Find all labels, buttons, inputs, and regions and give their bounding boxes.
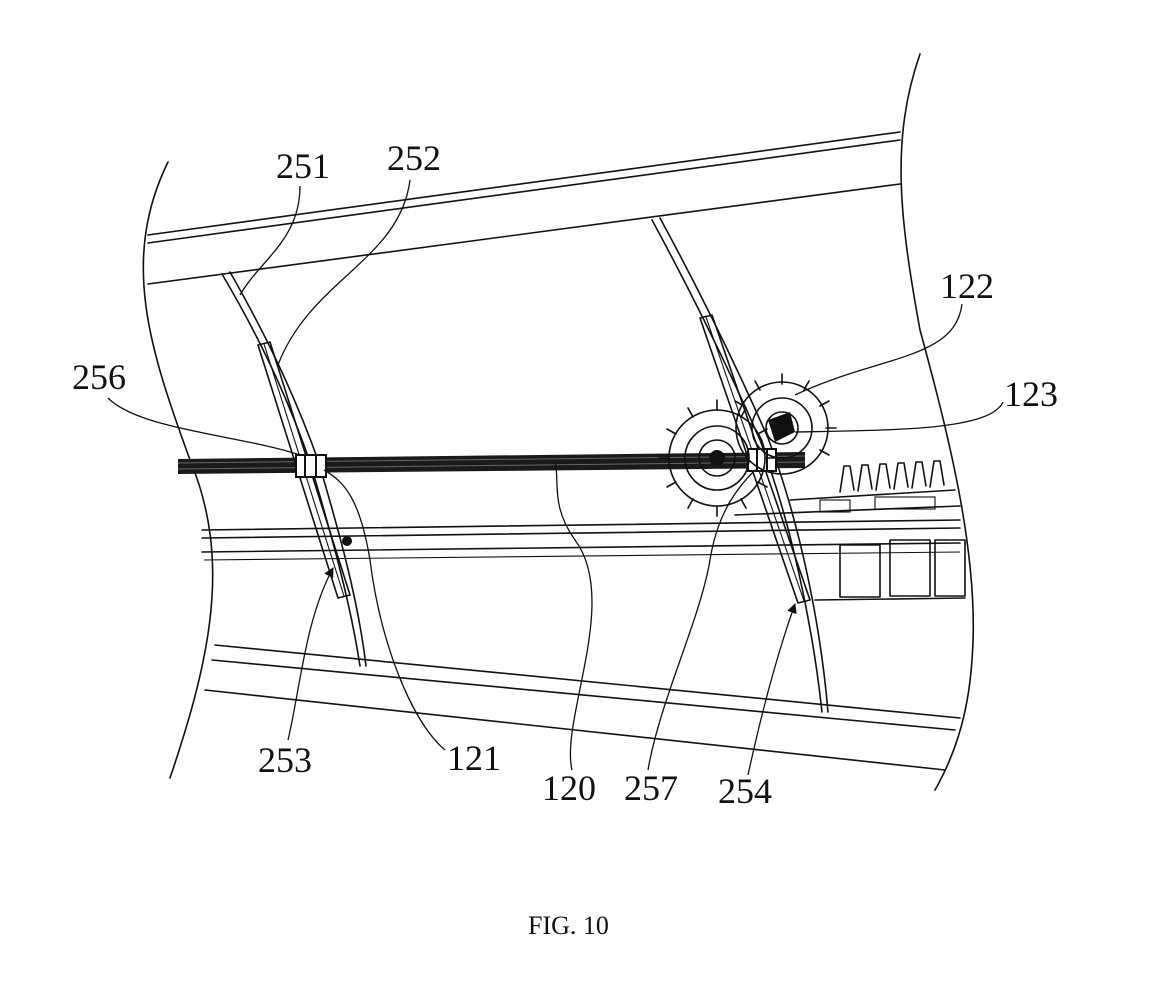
- leader-lines: [107, 179, 1004, 776]
- upper-rail: [147, 131, 901, 285]
- gear-123: [734, 373, 837, 475]
- right-break-edge: [900, 53, 975, 791]
- label-253: 253: [258, 740, 312, 780]
- leader-256: [107, 397, 301, 456]
- label-256: 256: [72, 357, 126, 397]
- rack-teeth: [734, 460, 966, 601]
- leader-257: [647, 469, 756, 771]
- leader-120: [554, 461, 593, 771]
- label-123: 123: [1004, 374, 1058, 414]
- label-254: 254: [718, 771, 772, 811]
- left-cable-assembly: [221, 271, 367, 667]
- gear-122: [658, 399, 776, 517]
- label-120: 120: [542, 768, 596, 808]
- lower-rail: [201, 519, 961, 771]
- leader-122: [794, 303, 963, 396]
- leader-123: [794, 401, 1004, 433]
- leader-121: [323, 469, 446, 751]
- label-122: 122: [940, 266, 994, 306]
- clamp-257: [747, 448, 777, 472]
- leader-253: [287, 567, 334, 741]
- label-257: 257: [624, 768, 678, 808]
- figure-caption: FIG. 10: [528, 911, 609, 940]
- label-252: 252: [387, 138, 441, 178]
- label-251: 251: [276, 146, 330, 186]
- clamp-256: [295, 454, 327, 478]
- leader-251: [239, 185, 301, 296]
- label-121: 121: [447, 738, 501, 778]
- leader-252: [277, 179, 411, 366]
- leader-254: [747, 603, 797, 776]
